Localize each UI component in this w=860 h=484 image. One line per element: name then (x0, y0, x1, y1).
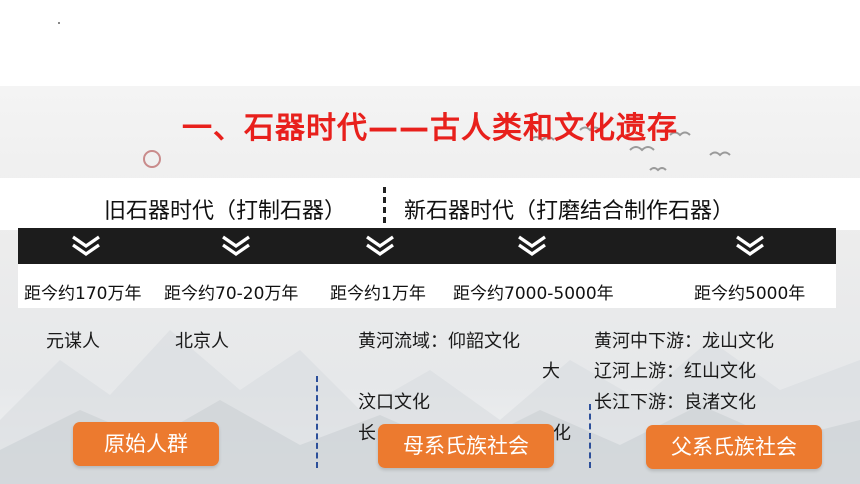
date-label: 距今约1万年 (330, 284, 426, 304)
stage-patrilineal: 父系氏族社会 (646, 425, 822, 469)
dates-row (18, 264, 836, 308)
seal-icon (143, 150, 161, 168)
era-header (0, 178, 860, 230)
era-paleolithic: 旧石器时代（打制石器） (104, 199, 347, 224)
chevron-down-icon (518, 235, 546, 256)
stage-matrilineal: 母系氏族社会 (378, 424, 554, 468)
culture-yangshao: 黄河流域：仰韶文化 (358, 331, 520, 352)
culture-dawenkou-part: 大 (542, 361, 560, 382)
chevron-down-icon (366, 235, 394, 256)
stage-divider (589, 404, 591, 468)
chevron-down-icon (736, 235, 764, 256)
page-title: 一、石器时代——古人类和文化遗存 (182, 111, 678, 146)
culture-yangtze-end: 化 (553, 423, 571, 444)
culture-yuanmou: 元谋人 (46, 331, 100, 352)
chevron-down-icon (72, 235, 100, 256)
timeline-bar (18, 228, 836, 264)
date-label: 距今约70-20万年 (164, 284, 299, 304)
culture-liangzhu: 长江下游：良渚文化 (594, 392, 756, 413)
chevron-down-icon (222, 235, 250, 256)
date-label: 距今约7000-5000年 (453, 284, 614, 304)
flying-birds-icon (529, 126, 731, 172)
culture-hongshan: 辽河上游：红山文化 (594, 361, 756, 382)
culture-longshan: 黄河中下游：龙山文化 (594, 331, 774, 352)
era-neolithic: 新石器时代（打磨结合制作石器） (404, 199, 735, 224)
stage-divider (316, 376, 318, 468)
culture-peking: 北京人 (175, 331, 229, 352)
era-divider (383, 187, 386, 223)
corner-dot (58, 22, 60, 24)
date-label: 距今约5000年 (694, 284, 806, 304)
culture-dawenkou: 汶口文化 (358, 392, 430, 413)
culture-yangtze-start: 长 (358, 423, 376, 444)
date-label: 距今约170万年 (24, 284, 142, 304)
stage-primitive-group: 原始人群 (73, 422, 219, 466)
